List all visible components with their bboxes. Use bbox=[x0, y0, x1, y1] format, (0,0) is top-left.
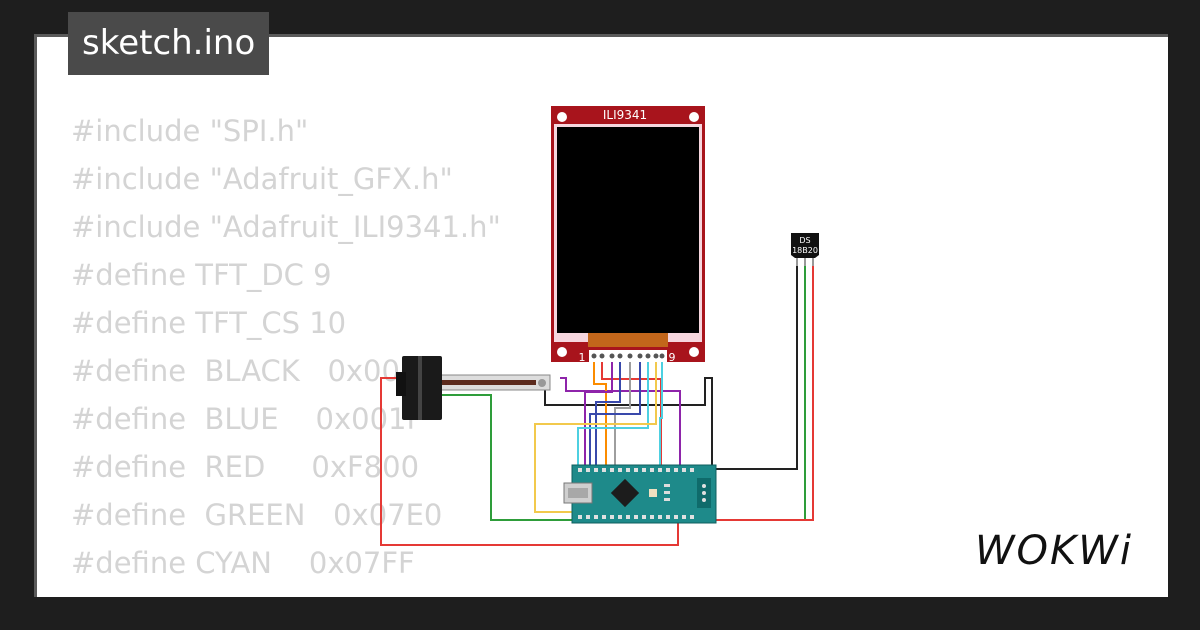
wire-blue-2 bbox=[589, 358, 641, 466]
sensor-label-line2: 18B20 bbox=[792, 246, 818, 255]
code-line: #define TFT_CS 10 bbox=[71, 306, 347, 340]
wire-red-display bbox=[601, 358, 662, 466]
wire-cyan bbox=[577, 358, 649, 466]
wire-green bbox=[396, 262, 806, 521]
code-line: #define TFT_DC 9 bbox=[71, 258, 332, 292]
ili9341-display-icon[interactable]: ILI9341 1 9 bbox=[551, 106, 705, 364]
code-preview: #include "SPI.h" #include "Adafruit_GFX.… bbox=[71, 107, 501, 597]
wire-black bbox=[714, 262, 798, 470]
wire-blue bbox=[595, 358, 621, 466]
wire-yellow bbox=[534, 358, 657, 513]
wokwi-logo: WOKWi bbox=[975, 528, 1133, 574]
code-line: #define MAGENTA 0xF81F bbox=[71, 587, 501, 597]
code-line: #define GREEN 0x07E0 bbox=[71, 498, 443, 532]
wire-red-sensor bbox=[716, 262, 814, 521]
wire-red bbox=[380, 377, 679, 546]
display-pin-first: 1 bbox=[579, 351, 586, 364]
wires bbox=[380, 262, 814, 546]
code-line: #include "Adafruit_GFX.h" bbox=[71, 162, 453, 196]
file-tab[interactable]: sketch.ino bbox=[68, 12, 270, 75]
code-line: #define CYAN 0x07FF bbox=[71, 546, 415, 580]
ds18b20-sensor-icon[interactable]: DS 18B20 bbox=[791, 233, 819, 266]
code-line: #include "Adafruit_ILI9341.h" bbox=[71, 210, 501, 244]
code-line: #include "SPI.h" bbox=[71, 114, 309, 148]
wire-cyan-2 bbox=[659, 358, 663, 466]
sensor-label-line1: DS bbox=[799, 236, 810, 245]
arduino-nano-icon[interactable] bbox=[563, 464, 717, 524]
code-line: #define RED 0xF800 bbox=[71, 450, 420, 484]
display-label: ILI9341 bbox=[603, 108, 647, 122]
display-pin-last: 9 bbox=[669, 351, 676, 364]
slide-potentiometer-icon[interactable] bbox=[396, 356, 551, 420]
wire-gray bbox=[614, 358, 631, 466]
wire-purple-pot bbox=[560, 377, 681, 466]
wire-black-pot bbox=[544, 377, 713, 466]
